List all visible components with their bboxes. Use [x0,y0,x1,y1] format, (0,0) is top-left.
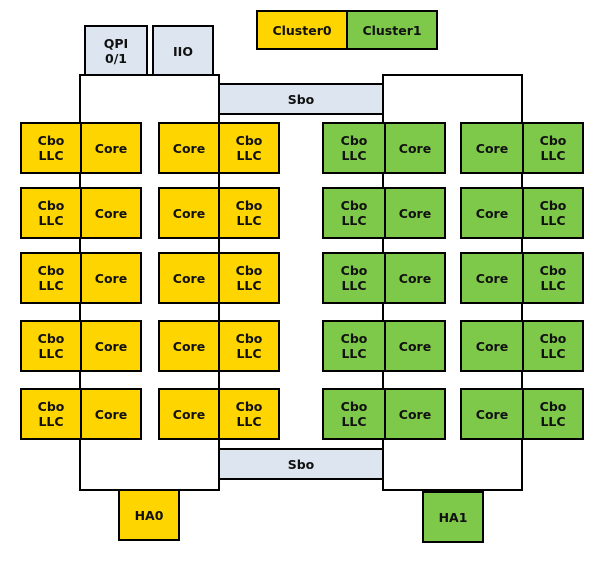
core-tile: Core [80,388,142,440]
cbo-llc-tile: Cbo LLC [322,388,386,440]
legend-cluster0: Cluster0 [256,10,348,50]
cbo-llc-tile: Cbo LLC [322,320,386,372]
home-agent-1: HA1 [422,491,484,543]
cbo-llc-tile: Cbo LLC [322,122,386,174]
core-tile: Core [158,252,220,304]
core-tile: Core [80,187,142,239]
core-tile: Core [384,388,446,440]
cbo-llc-tile: Cbo LLC [218,388,280,440]
core-tile: Core [384,320,446,372]
cbo-llc-tile: Cbo LLC [20,122,82,174]
cbo-llc-tile: Cbo LLC [218,122,280,174]
core-tile: Core [158,122,220,174]
cbo-llc-tile: Cbo LLC [522,388,584,440]
core-tile: Core [80,122,142,174]
core-tile: Core [460,187,524,239]
core-tile: Core [460,122,524,174]
cbo-llc-tile: Cbo LLC [20,320,82,372]
qpi-block: QPI 0/1 [84,25,148,77]
cbo-llc-tile: Cbo LLC [20,187,82,239]
cbo-llc-tile: Cbo LLC [218,252,280,304]
sbo-bottom: Sbo [218,448,384,480]
cbo-llc-tile: Cbo LLC [218,320,280,372]
cbo-llc-tile: Cbo LLC [522,122,584,174]
core-tile: Core [158,187,220,239]
core-tile: Core [460,320,524,372]
core-tile: Core [460,252,524,304]
legend-cluster1: Cluster1 [346,10,438,50]
core-tile: Core [158,388,220,440]
cbo-llc-tile: Cbo LLC [322,187,386,239]
cbo-llc-tile: Cbo LLC [20,252,82,304]
cbo-llc-tile: Cbo LLC [522,187,584,239]
core-tile: Core [460,388,524,440]
core-tile: Core [384,122,446,174]
core-tile: Core [384,252,446,304]
cbo-llc-tile: Cbo LLC [20,388,82,440]
cbo-llc-tile: Cbo LLC [522,252,584,304]
home-agent-0: HA0 [118,489,180,541]
cbo-llc-tile: Cbo LLC [322,252,386,304]
core-tile: Core [384,187,446,239]
iio-block: IIO [152,25,214,77]
core-tile: Core [158,320,220,372]
sbo-top: Sbo [218,83,384,115]
cbo-llc-tile: Cbo LLC [522,320,584,372]
core-tile: Core [80,252,142,304]
core-tile: Core [80,320,142,372]
cbo-llc-tile: Cbo LLC [218,187,280,239]
